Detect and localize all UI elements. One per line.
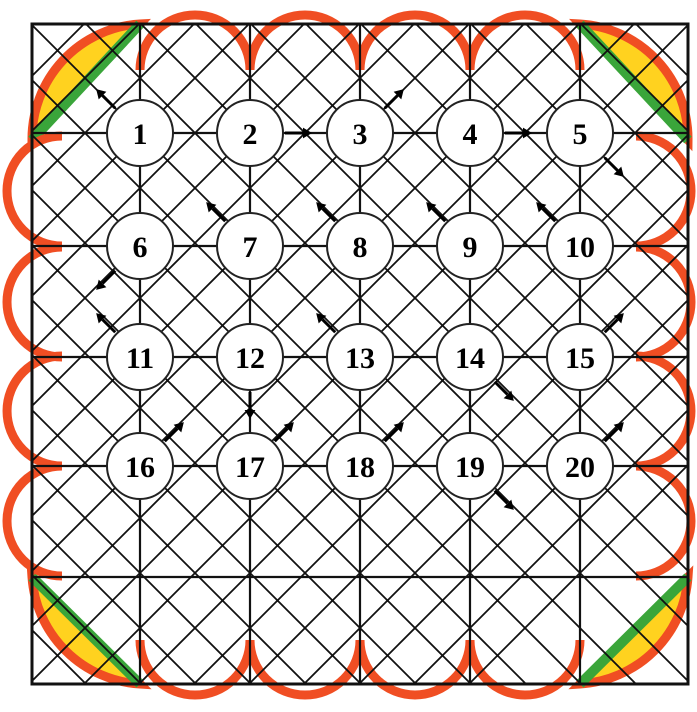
board-node[interactable]: 16 bbox=[107, 422, 184, 499]
edge-arc bbox=[7, 136, 62, 246]
direction-arrow-icon bbox=[495, 491, 508, 504]
node-label: 6 bbox=[133, 231, 148, 264]
node-label: 13 bbox=[345, 342, 375, 375]
node-label: 18 bbox=[345, 451, 375, 484]
node-label: 2 bbox=[243, 118, 258, 151]
edge-arc bbox=[7, 356, 62, 466]
node-label: 4 bbox=[463, 118, 478, 151]
node-label: 8 bbox=[353, 231, 368, 264]
node-label: 3 bbox=[353, 118, 368, 151]
node-label: 16 bbox=[125, 451, 155, 484]
node-label: 17 bbox=[235, 451, 265, 484]
direction-arrow-icon bbox=[605, 158, 618, 171]
edge-arc bbox=[7, 466, 62, 576]
board-node[interactable]: 20 bbox=[547, 422, 624, 499]
arrowhead-icon bbox=[245, 410, 256, 419]
direction-arrow-icon bbox=[103, 96, 116, 109]
board-node[interactable]: 19 bbox=[437, 433, 514, 510]
board-node[interactable]: 18 bbox=[327, 422, 404, 499]
node-label: 12 bbox=[235, 342, 265, 375]
node-label: 7 bbox=[243, 231, 258, 264]
node-label: 10 bbox=[565, 231, 595, 264]
node-label: 14 bbox=[455, 342, 485, 375]
board-node[interactable]: 10 bbox=[536, 202, 613, 279]
arrowhead-icon bbox=[523, 128, 532, 139]
edge-arc bbox=[636, 247, 691, 357]
board-node[interactable]: 6 bbox=[96, 213, 173, 290]
edge-arc bbox=[636, 466, 691, 576]
edge-arc bbox=[636, 356, 691, 466]
board-node[interactable]: 17 bbox=[217, 422, 294, 499]
board-node[interactable]: 13 bbox=[316, 313, 393, 390]
board-node[interactable]: 7 bbox=[206, 202, 283, 279]
node-label: 1 bbox=[133, 118, 148, 151]
board-node[interactable]: 15 bbox=[547, 313, 624, 390]
board-node[interactable]: 2 bbox=[217, 100, 312, 166]
direction-arrow-icon bbox=[103, 271, 116, 284]
direction-arrow-icon bbox=[385, 96, 398, 109]
board-node[interactable]: 12 bbox=[217, 324, 283, 419]
node-label: 15 bbox=[565, 342, 595, 375]
node-label: 11 bbox=[126, 342, 154, 375]
node-label: 20 bbox=[565, 451, 595, 484]
node-label: 19 bbox=[455, 451, 485, 484]
board-node[interactable]: 11 bbox=[96, 313, 173, 390]
board-node[interactable]: 4 bbox=[437, 100, 532, 166]
board-node[interactable]: 9 bbox=[426, 202, 503, 279]
node-label: 9 bbox=[463, 231, 478, 264]
edge-arc bbox=[636, 136, 691, 246]
node-label: 5 bbox=[573, 118, 588, 151]
board-node[interactable]: 8 bbox=[316, 202, 393, 279]
arrowhead-icon bbox=[303, 128, 312, 139]
board-node[interactable]: 14 bbox=[437, 324, 514, 401]
